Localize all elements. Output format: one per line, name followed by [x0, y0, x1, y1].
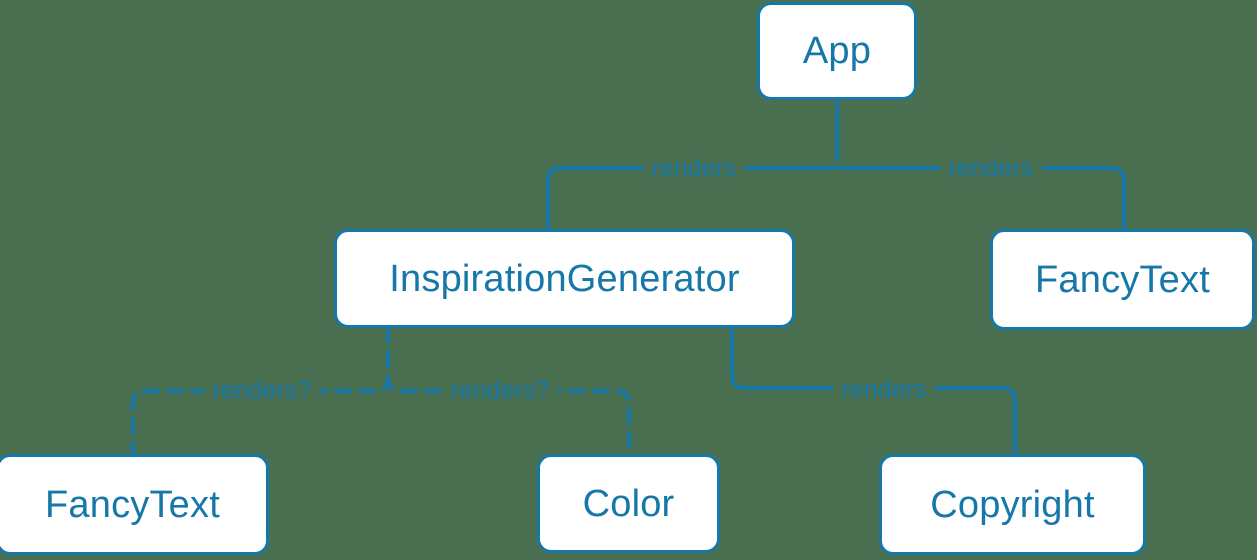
node-fancytext-right-label: FancyText	[1035, 258, 1210, 301]
node-copyright[interactable]: Copyright	[879, 454, 1146, 555]
node-color[interactable]: Color	[537, 454, 720, 553]
node-app[interactable]: App	[757, 2, 917, 100]
node-app-label: App	[802, 30, 872, 72]
edge-label-inspirationgenerator-to-copyright: renders	[833, 377, 935, 403]
edge-label-app-to-inspirationgenerator: renders	[643, 156, 745, 182]
edge-label-inspirationgenerator-to-fancytext: renders?	[204, 378, 320, 404]
node-fancytext-left[interactable]: FancyText	[0, 454, 269, 555]
edge-app-to-inspirationgenerator	[546, 166, 839, 231]
node-fancytext-right[interactable]: FancyText	[990, 229, 1255, 330]
node-inspirationgenerator-label: InspirationGenerator	[389, 257, 740, 300]
node-inspirationgenerator[interactable]: InspirationGenerator	[334, 229, 795, 328]
edge-label-inspirationgenerator-to-color: renders?	[442, 378, 558, 404]
edge-label-app-to-fancytext: renders	[940, 156, 1042, 182]
node-color-label: Color	[582, 482, 675, 525]
node-fancytext-left-label: FancyText	[45, 483, 220, 526]
edge-app-to-fancytext	[835, 166, 1126, 231]
node-copyright-label: Copyright	[930, 483, 1095, 526]
